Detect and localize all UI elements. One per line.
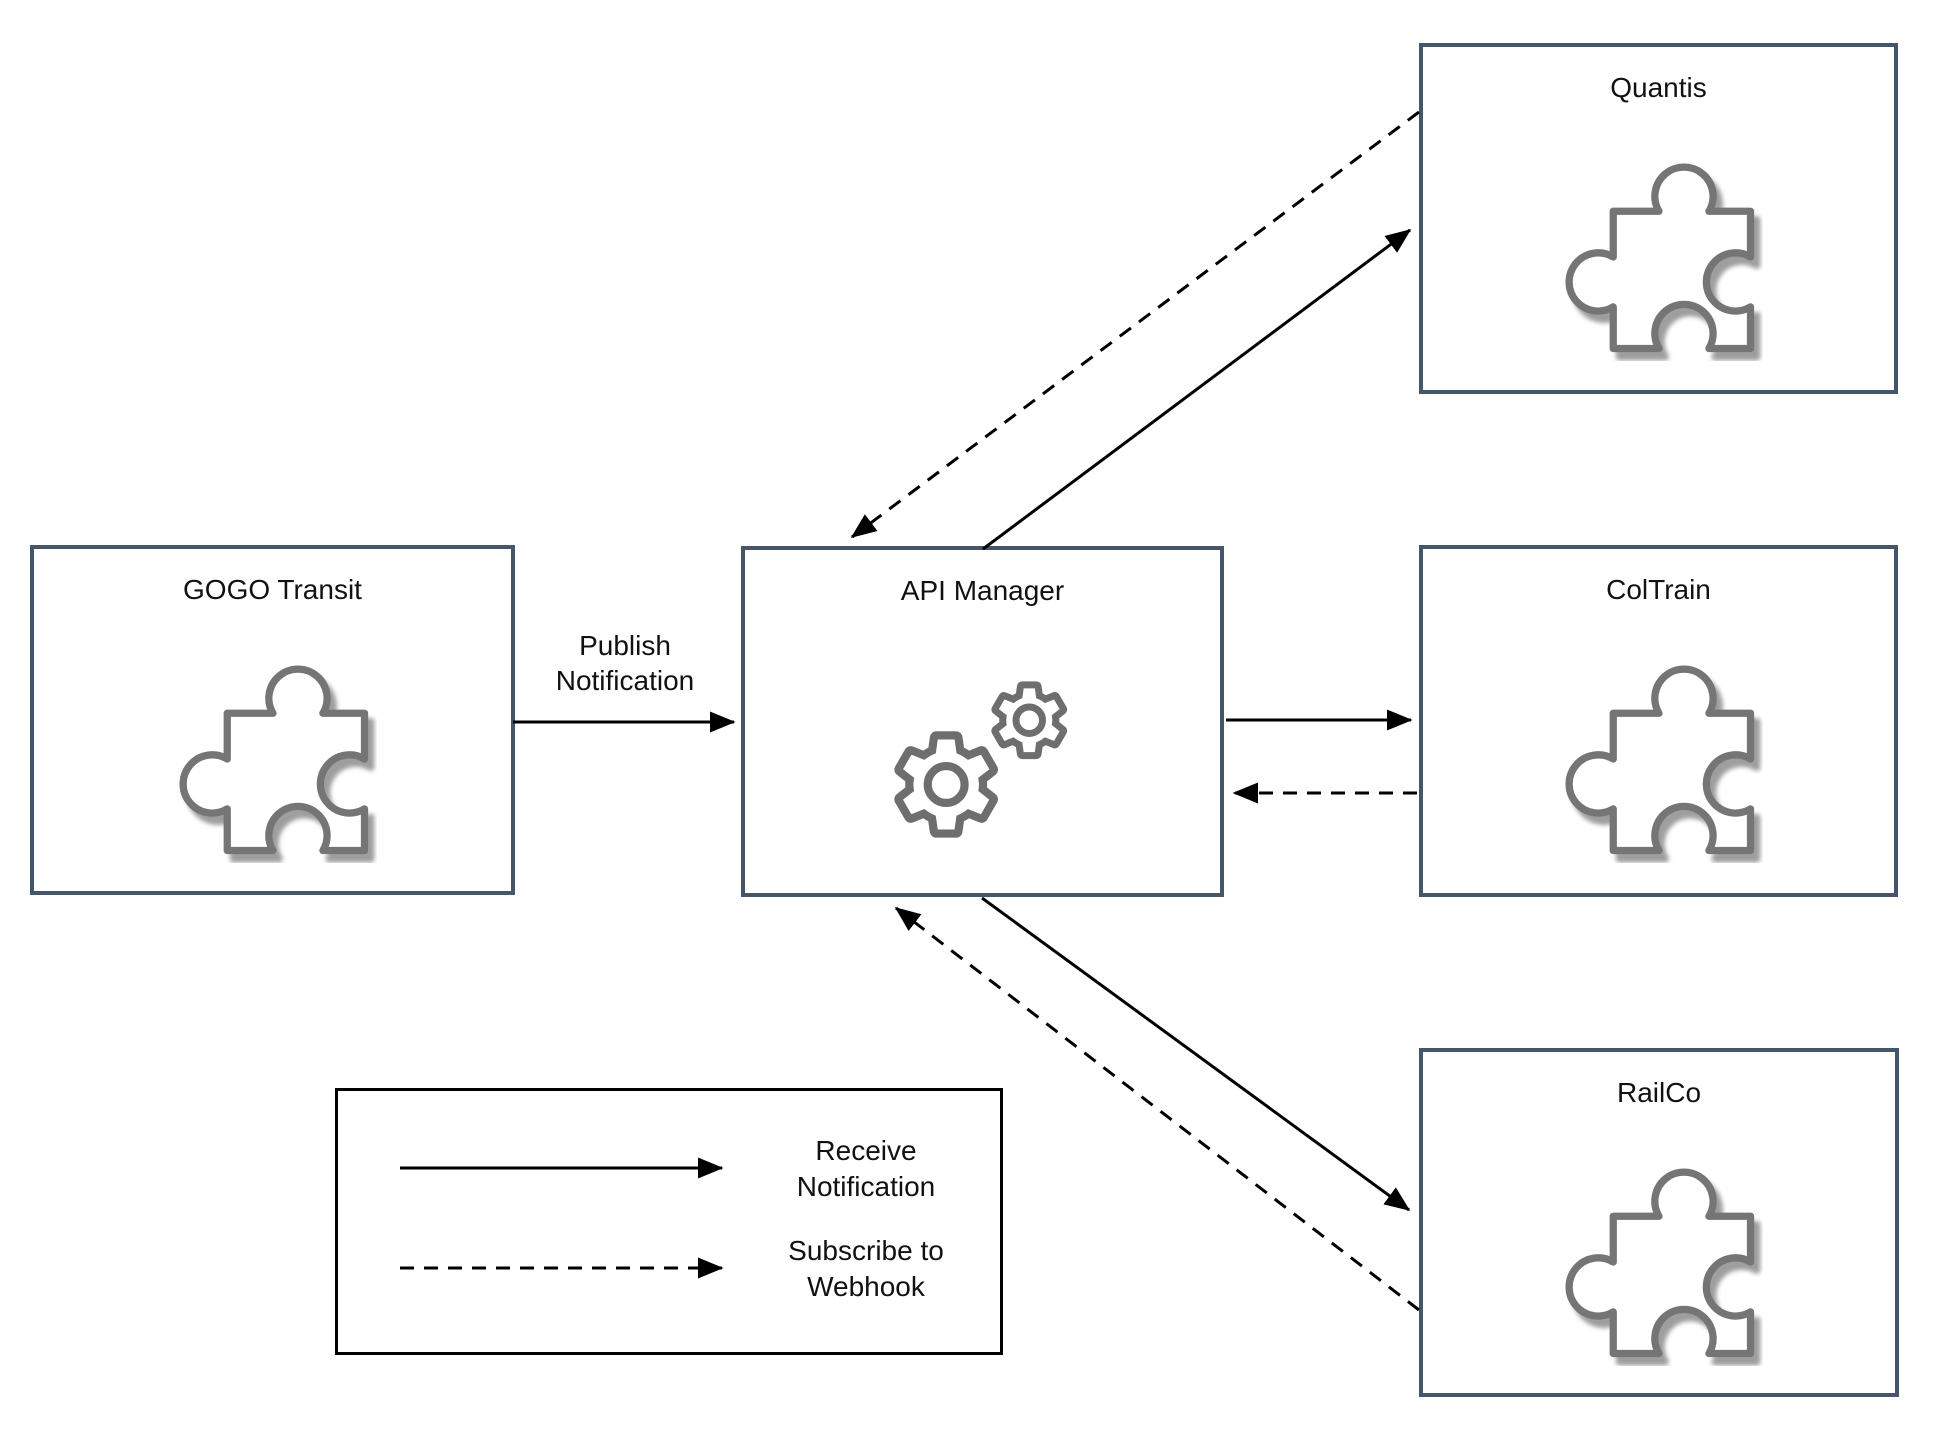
node-railco: RailCo — [1419, 1048, 1899, 1397]
edge-api-to-railco-solid — [981, 896, 1411, 1212]
node-quantis-title: Quantis — [1610, 72, 1707, 103]
puzzle-icon — [1565, 1168, 1755, 1358]
puzzle-icon — [1564, 665, 1754, 855]
publish-notification-label: Publish Notification — [505, 628, 745, 698]
edge-quantis-to-api-dashed — [850, 110, 1420, 539]
legend-box: Receive Notification Subscribe to Webhoo… — [335, 1088, 1003, 1355]
edge-api-to-quantis-solid — [982, 228, 1412, 551]
node-coltrain-title: ColTrain — [1606, 574, 1711, 605]
node-railco-title: RailCo — [1616, 1077, 1702, 1108]
publish-label-line1: Publish — [579, 630, 671, 661]
publish-label-line2: Notification — [555, 665, 695, 696]
node-coltrain: ColTrain — [1419, 545, 1898, 897]
legend-subscribe-line2: Webhook — [807, 1271, 925, 1302]
legend-receive-notification: Receive Notification — [730, 1133, 1002, 1205]
node-quantis: Quantis — [1419, 43, 1898, 394]
puzzle-icon — [1564, 163, 1754, 353]
gears-icon — [893, 681, 1067, 838]
node-api-manager-title: API Manager — [900, 575, 1065, 606]
legend-receive-line2: Notification — [796, 1171, 936, 1202]
legend-subscribe-webhook: Subscribe to Webhook — [730, 1233, 1002, 1305]
node-gogo-transit: GOGO Transit — [30, 545, 515, 895]
node-gogo-transit-title: GOGO Transit — [183, 574, 362, 605]
node-api-manager: API Manager — [741, 546, 1224, 897]
legend-subscribe-line1: Subscribe to — [788, 1235, 944, 1266]
legend-receive-line1: Receive — [815, 1135, 917, 1166]
puzzle-icon — [178, 665, 368, 855]
